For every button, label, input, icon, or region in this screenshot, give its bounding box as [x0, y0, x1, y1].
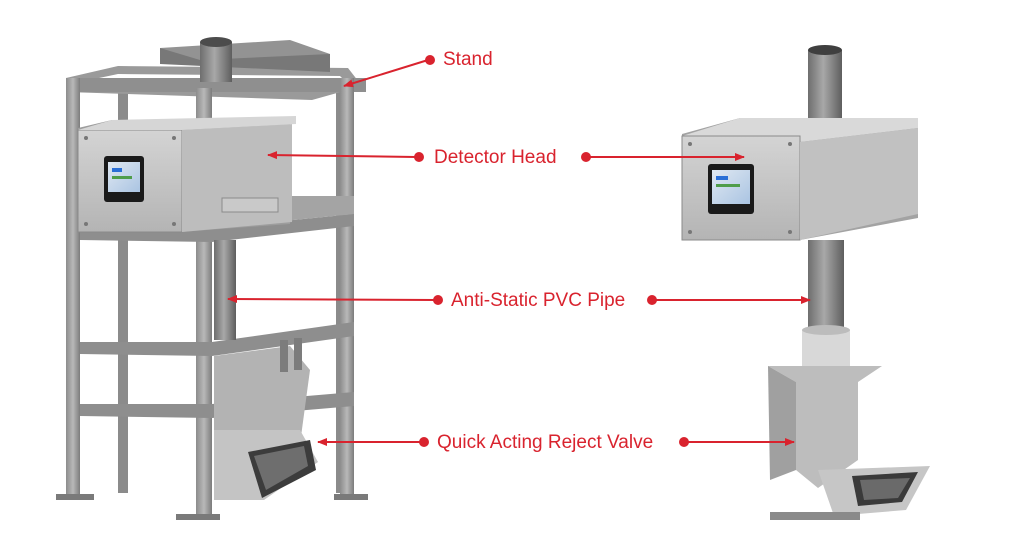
label-stand: Stand	[443, 49, 493, 70]
right-assembly	[681, 45, 930, 520]
callout-stand	[343, 55, 435, 88]
callout-detector-head	[267, 151, 745, 162]
callout-dot-icon	[425, 55, 435, 65]
callout-dot-icon	[419, 437, 429, 447]
callout-dot-icon	[433, 295, 443, 305]
callout-pipe	[227, 295, 811, 305]
left-detector-head	[77, 116, 296, 233]
label-detector-head: Detector Head	[434, 147, 557, 168]
callout-dot-icon	[647, 295, 657, 305]
label-anti-static-pvc-pipe: Anti-Static PVC Pipe	[451, 290, 626, 311]
callout-dot-icon	[679, 437, 689, 447]
label-quick-acting-reject-valve: Quick Acting Reject Valve	[437, 432, 654, 453]
callout-valve	[317, 437, 795, 447]
callout-dot-icon	[414, 152, 424, 162]
stand-assembly	[56, 37, 368, 520]
callout-dot-icon	[581, 152, 591, 162]
